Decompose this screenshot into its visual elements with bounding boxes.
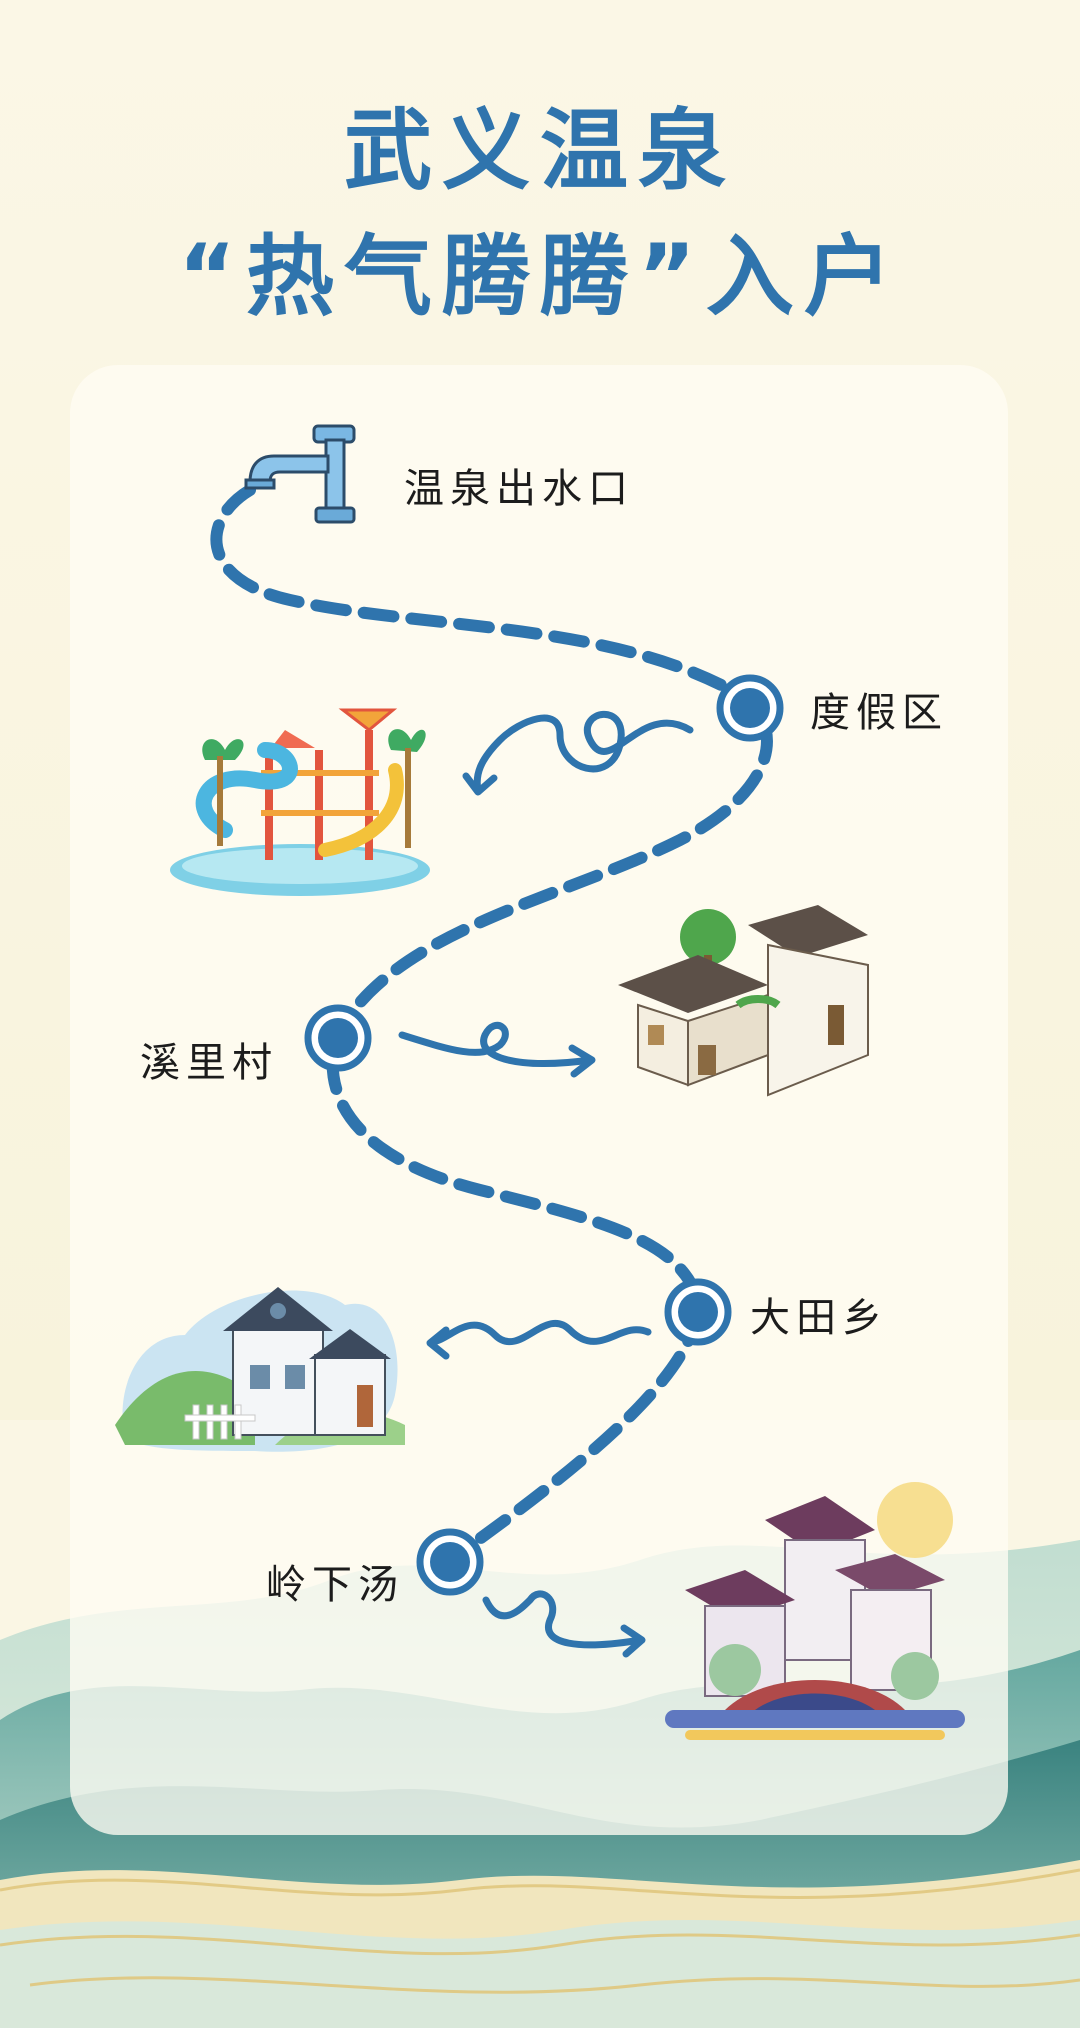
courtyard-house-illustration <box>618 905 869 1097</box>
page-title-line-1: 武义温泉 <box>343 99 736 202</box>
stop-label-xili: 溪里村 <box>140 1040 278 1086</box>
source-label: 温泉出水口 <box>404 466 634 512</box>
stop-marker-resort <box>716 674 784 742</box>
water-park-illustration <box>170 708 430 896</box>
stop-marker-xili <box>304 1004 372 1072</box>
faucet-icon <box>244 424 356 524</box>
stop-marker-datian <box>664 1278 732 1346</box>
stop-label-datian: 大田乡 <box>750 1295 888 1341</box>
farmhouse-illustration <box>115 1287 405 1452</box>
stop-label-resort: 度假区 <box>810 690 948 736</box>
page-title-line-2: “热气腾腾”入户 <box>178 225 902 328</box>
stop-marker-lingxiatang <box>416 1528 484 1596</box>
stop-label-lingxiatang: 岭下汤 <box>266 1562 404 1608</box>
waterside-town-illustration <box>665 1482 965 1740</box>
